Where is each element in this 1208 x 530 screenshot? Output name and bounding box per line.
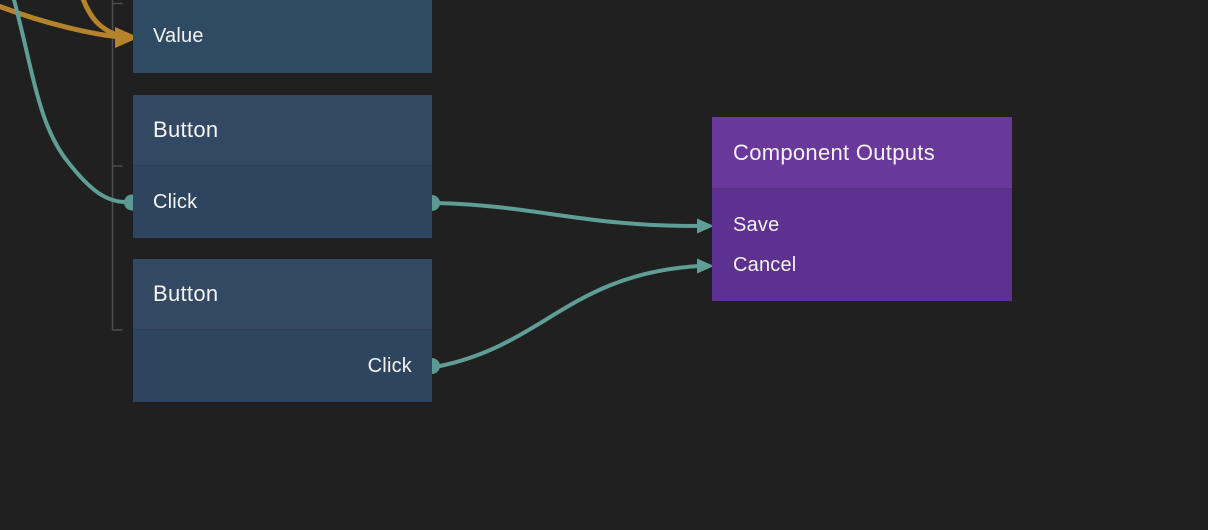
- port-label-cancel: Cancel: [733, 253, 797, 276]
- port-label-click: Click: [153, 190, 198, 213]
- node-title: Component Outputs: [733, 139, 935, 165]
- port-label-value: Value: [153, 25, 204, 47]
- port-label-click: Click: [367, 354, 412, 377]
- wire-teal-click-to-save[interactable]: [436, 201, 714, 234]
- wire-orange-into-value[interactable]: [0, 0, 139, 48]
- port-label-save: Save: [733, 213, 780, 236]
- port-row-cancel[interactable]: Cancel: [712, 245, 1012, 285]
- node-value[interactable]: Value: [133, 0, 432, 73]
- node-component-outputs[interactable]: Component Outputs Save Cancel: [712, 117, 1012, 301]
- group-bracket-line: [111, 0, 123, 331]
- wire-teal-cancel-path[interactable]: [438, 264, 701, 368]
- wire-teal-into-button-top-click[interactable]: [11, 0, 128, 204]
- teal-arrowhead-save-icon: [697, 218, 714, 234]
- orange-arrowhead-icon: [115, 27, 139, 48]
- port-row-save[interactable]: Save: [712, 205, 1012, 245]
- wire-orange-from-left[interactable]: [0, 3, 124, 40]
- node-header[interactable]: Button: [133, 259, 432, 330]
- node-header[interactable]: Component Outputs: [712, 117, 1012, 189]
- node-body: Save Cancel: [712, 189, 1012, 301]
- node-title: Button: [153, 117, 219, 142]
- node-header[interactable]: Button: [133, 95, 432, 166]
- teal-arrowhead-cancel-icon: [697, 258, 714, 274]
- wire-teal-incoming[interactable]: [11, 0, 128, 204]
- node-title: Button: [153, 281, 219, 306]
- wire-teal-save-path[interactable]: [436, 201, 701, 228]
- port-row-click[interactable]: Click: [133, 166, 432, 238]
- node-button-bottom[interactable]: Button Click: [133, 259, 432, 402]
- port-row-click[interactable]: Click: [133, 330, 432, 402]
- wire-teal-click-to-cancel[interactable]: [438, 258, 714, 368]
- node-button-top[interactable]: Button Click: [133, 95, 432, 238]
